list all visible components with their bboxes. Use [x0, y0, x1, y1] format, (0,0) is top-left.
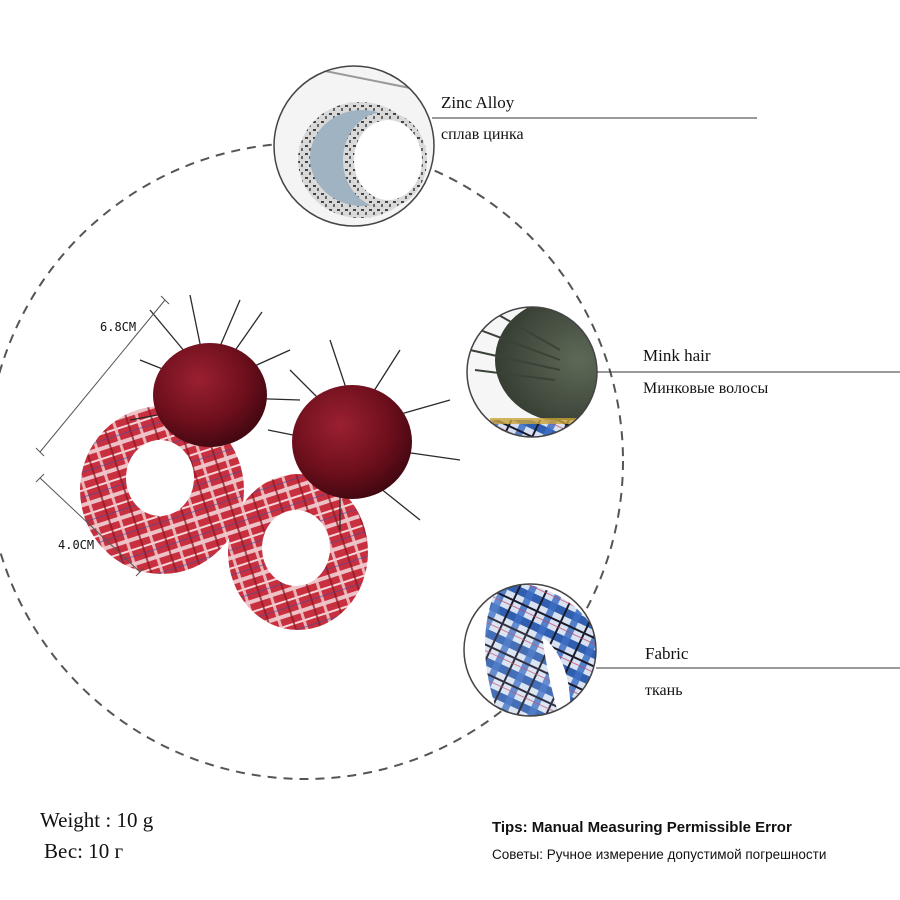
- zinc-alloy-closeup: [273, 65, 435, 227]
- earring-right: [228, 339, 461, 630]
- dimension-height-label: 6.8CM: [100, 320, 137, 334]
- weight-label: Weight : 10 g: [40, 808, 154, 832]
- pompom-left: [153, 343, 267, 447]
- material-label-mink-hair: Mink hair: [643, 346, 711, 365]
- tips-label-ru: Советы: Ручное измерение допустимой погр…: [492, 847, 827, 862]
- plaid-fabric-closeup: [463, 583, 597, 717]
- dimension-line-height: [35, 295, 170, 457]
- material-label-fabric: Fabric: [645, 644, 689, 663]
- material-label-zinc-alloy: Zinc Alloy: [441, 93, 515, 112]
- dimension-line-width: [35, 473, 145, 577]
- dashed-outline-circle: [0, 142, 624, 780]
- earring-left: [79, 294, 301, 575]
- dimension-width-label: 4.0CM: [58, 538, 95, 552]
- material-label-fabric-ru: ткань: [645, 682, 683, 699]
- material-label-zinc-alloy-ru: сплав цинка: [441, 126, 524, 143]
- pompom-right: [292, 385, 412, 499]
- material-label-mink-hair-ru: Минковые волосы: [643, 380, 769, 397]
- tips-label: Tips: Manual Measuring Permissible Error: [492, 819, 792, 836]
- weight-label-ru: Вес: 10 г: [44, 839, 124, 863]
- mink-fur-closeup: [466, 306, 598, 438]
